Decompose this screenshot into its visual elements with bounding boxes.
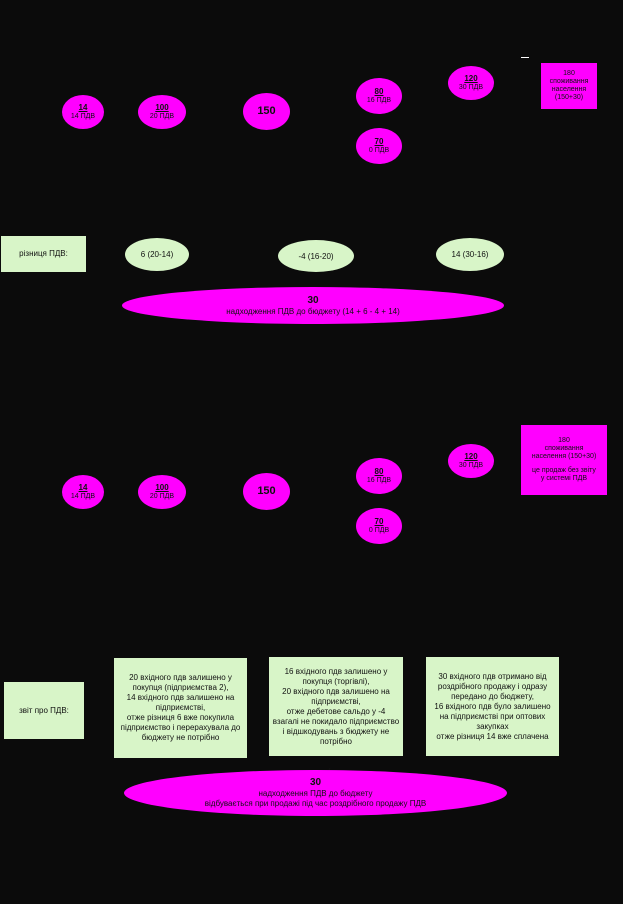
node-value: 80 (374, 467, 384, 477)
box-line: населення (150+30) (531, 453, 597, 461)
report-line: роздрібного продажу і одразу (437, 681, 548, 691)
node-label: 20 ПДВ (149, 492, 175, 500)
node-label: 14 ПДВ (70, 492, 96, 500)
report-label: звіт про ПДВ: (19, 705, 69, 715)
box-value: 180 (563, 69, 575, 77)
node-value: 120 (464, 452, 478, 462)
node-120: 120 30 ПДВ (448, 444, 494, 478)
node-70: 70 0 ПДВ (356, 128, 402, 164)
node-value: 14 (78, 483, 88, 493)
node-label: 16 ПДВ (366, 476, 392, 484)
consumption-box: 180 споживання населення (150+30) це про… (521, 425, 607, 495)
node-value: 14 (78, 103, 88, 113)
node-150: 150 (243, 473, 290, 510)
node-14: 14 14 ПДВ (62, 475, 104, 509)
report-line: на підприємстві при оптових (439, 711, 546, 721)
report-line: підприємстві, (155, 703, 206, 712)
report-box-2: 16 вхідного пдв залишено у покупця (торг… (269, 657, 403, 756)
box-line: споживання (549, 77, 589, 85)
report-line: взагалі не покидало підприємство (272, 716, 400, 726)
node-value: 100 (155, 103, 169, 113)
report-line: передано до бюджету, (451, 691, 534, 701)
node-value: 150 (257, 104, 276, 117)
report-line: 30 вхідного пдв отримано від (438, 671, 547, 681)
node-150: 150 (243, 93, 290, 130)
node-value: 80 (374, 87, 384, 97)
node-label: 30 ПДВ (458, 83, 484, 91)
node-label: 20 ПДВ (149, 112, 175, 120)
total-value: 30 (309, 777, 322, 789)
report-line: підприємство і перерахувала до (120, 723, 241, 732)
consumption-box: 180 споживання населення (150+30) (541, 63, 597, 109)
box-line: споживання (544, 445, 584, 453)
diff-text: 6 (20-14) (140, 250, 174, 259)
report-line: 20 вхідного пдв залишено на (282, 686, 390, 696)
report-line: отже різниця 6 вже покупила (126, 713, 235, 722)
node-value: 120 (464, 74, 478, 84)
node-label: 0 ПДВ (368, 146, 390, 154)
report-line: бюджету не потрібно (141, 733, 220, 742)
report-line: покупця (торгівлі), (302, 676, 370, 686)
box-value: 180 (558, 437, 570, 445)
node-100: 100 20 ПДВ (138, 475, 186, 509)
report-line: потрібно (320, 736, 352, 746)
diff-oval-1: 6 (20-14) (125, 238, 189, 271)
node-80: 80 16 ПДВ (356, 458, 402, 494)
diff-text: 14 (30-16) (451, 250, 489, 259)
report-line: отже різниця 14 вже сплачена (436, 731, 549, 741)
report-line: закупках (476, 721, 509, 731)
report-label-box: звіт про ПДВ: (4, 682, 84, 739)
node-label: 30 ПДВ (458, 461, 484, 469)
node-80: 80 16 ПДВ (356, 78, 402, 114)
report-line: підприємстві, (311, 696, 361, 706)
small-dash (521, 57, 529, 58)
box-note: це продаж без звіту (532, 466, 596, 474)
node-value: 70 (374, 517, 384, 527)
total-text: надходження ПДВ до бюджету (14 + 6 - 4 +… (226, 306, 400, 316)
report-line: 16 вхідного пдв було залишено (434, 701, 551, 711)
box-line: населення (551, 86, 587, 93)
report-line: і відшкодувань з бюджету не (282, 726, 390, 736)
node-label: 14 ПДВ (70, 112, 96, 120)
report-line: покупця (підприємства 2), (132, 683, 229, 692)
node-100: 100 20 ПДВ (138, 95, 186, 129)
budget-total-oval: 30 надходження ПДВ до бюджету (14 + 6 - … (122, 287, 504, 324)
report-line: 14 вхідного пдв залишено на (126, 693, 235, 702)
node-label: 0 ПДВ (368, 526, 390, 534)
report-box-1: 20 вхідного пдв залишено у покупця (підп… (114, 658, 247, 758)
report-line: 20 вхідного пдв залишено у (129, 673, 232, 682)
report-line: 16 вхідного пдв залишено у (284, 666, 388, 676)
node-14: 14 14 ПДВ (62, 95, 104, 129)
box-line: (150+30) (554, 94, 584, 102)
total-value: 30 (307, 294, 319, 306)
node-120: 120 30 ПДВ (448, 66, 494, 100)
total-text: відбувається при продажі під час роздріб… (204, 799, 427, 808)
node-label: 16 ПДВ (366, 96, 392, 104)
total-text: надходження ПДВ до бюджету (258, 789, 373, 799)
report-line: отже дебетове сальдо у -4 (286, 706, 386, 716)
diff-oval-3: 14 (30-16) (436, 238, 504, 271)
diff-oval-2: -4 (16-20) (278, 240, 354, 272)
diff-label-box: різниця ПДВ: (1, 236, 86, 272)
diff-text: -4 (16-20) (298, 251, 334, 261)
box-note: у системі ПДВ (540, 474, 588, 482)
node-value: 150 (257, 484, 276, 497)
node-value: 100 (155, 483, 169, 493)
node-value: 70 (374, 137, 384, 147)
budget-total-oval-2: 30 надходження ПДВ до бюджету відбуваєть… (124, 770, 507, 816)
diff-label: різниця ПДВ: (19, 249, 68, 258)
node-70: 70 0 ПДВ (356, 508, 402, 544)
report-box-3: 30 вхідного пдв отримано від роздрібного… (426, 657, 559, 756)
